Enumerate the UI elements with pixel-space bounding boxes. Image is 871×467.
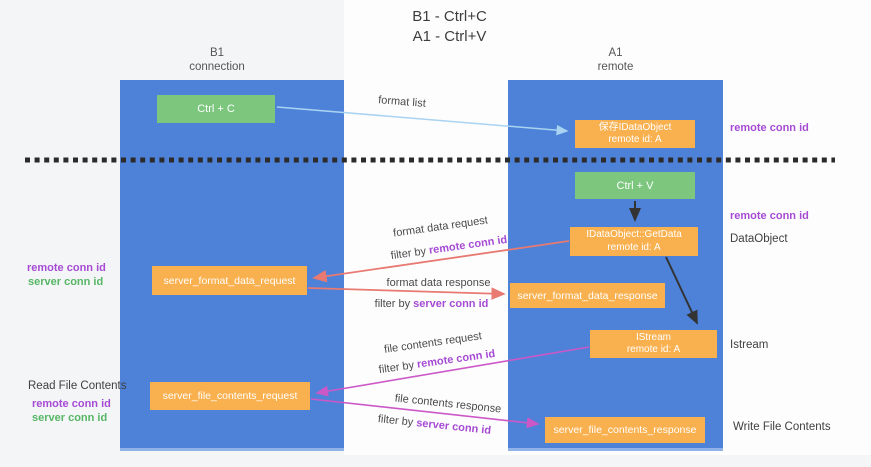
label-format-data-response-filter: filter by server conn id xyxy=(374,298,489,310)
lane-header-b1: B1 connection xyxy=(105,46,329,74)
annotation-remote-conn-id-mid: remote conn id xyxy=(730,210,809,222)
node-idataobject-getdata-line2: remote id: A xyxy=(607,241,661,253)
lane-a1-role: remote xyxy=(597,61,634,73)
node-save-idataobject-line2: remote id: A xyxy=(608,134,662,145)
label-format-data-response-filter-key: server conn id xyxy=(413,298,489,310)
node-server-format-data-response: server_format_data_response xyxy=(510,283,665,308)
lane-a1-name: A1 xyxy=(608,47,623,59)
label-format-data-response: format data response xyxy=(386,277,491,289)
node-idataobject-getdata-line1: IDataObject::GetData xyxy=(586,229,682,240)
node-idataobject-getdata: IDataObject::GetData remote id: A xyxy=(570,227,698,256)
node-server-format-data-response-label: server_format_data_response xyxy=(517,289,658,302)
diagram-title: B1 - Ctrl+C A1 - Ctrl+V xyxy=(14,7,871,47)
node-ctrl-v: Ctrl + V xyxy=(575,172,695,199)
node-istream-line1: IStream xyxy=(635,331,671,343)
title-line-2: A1 - Ctrl+V xyxy=(412,28,487,45)
annotation-left-bottom-server-conn-id: server conn id xyxy=(32,412,108,424)
node-server-format-data-request-label: server_format_data_request xyxy=(163,274,296,287)
annotation-write-file-contents: Write File Contents xyxy=(733,421,831,433)
title-line-1: B1 - Ctrl+C xyxy=(412,8,487,25)
node-ctrl-c: Ctrl + C xyxy=(157,95,275,123)
annotation-left-bottom-remote-conn-id: remote conn id xyxy=(32,398,111,410)
node-server-file-contents-request-label: server_file_contents_request xyxy=(162,390,298,402)
lane-b1-name: B1 xyxy=(209,47,225,59)
lane-header-a1: A1 remote xyxy=(508,46,723,74)
node-istream-line2: remote id: A xyxy=(626,344,681,355)
annotation-dataobject: DataObject xyxy=(730,233,788,245)
node-server-format-data-request: server_format_data_request xyxy=(152,266,307,295)
node-server-file-contents-request: server_file_contents_request xyxy=(150,382,310,410)
node-save-idataobject-line1: 保存IDataObject xyxy=(598,121,672,133)
label-format-data-response-filter-prefix: filter by xyxy=(374,298,414,310)
node-server-file-contents-response-label: server_file_contents_response xyxy=(553,424,697,436)
lane-b1-role: connection xyxy=(189,61,245,73)
node-ctrl-v-label: Ctrl + V xyxy=(616,179,654,192)
node-server-file-contents-response: server_file_contents_response xyxy=(545,417,705,443)
node-save-idataobject: 保存IDataObject remote id: A xyxy=(575,120,695,148)
annotation-remote-conn-id-top: remote conn id xyxy=(730,122,809,134)
annotation-left-remote-conn-id: remote conn id xyxy=(27,262,106,274)
annotation-read-file-contents: Read File Contents xyxy=(28,380,127,392)
annotation-left-server-conn-id: server conn id xyxy=(28,276,104,288)
node-ctrl-c-label: Ctrl + C xyxy=(197,103,235,115)
node-istream: IStream remote id: A xyxy=(590,330,717,358)
annotation-istream: Istream xyxy=(730,339,769,351)
